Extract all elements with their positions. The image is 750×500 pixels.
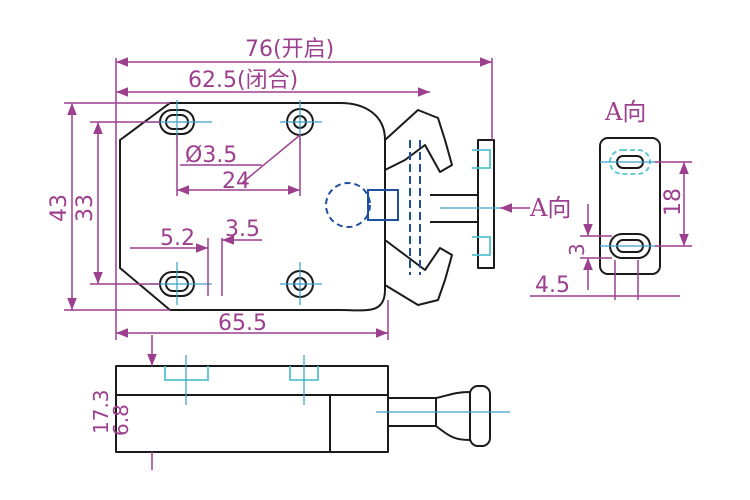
dim-76-text: 76(开启) — [245, 37, 334, 62]
body-outline — [119, 102, 386, 312]
dim-33-text: 33 — [73, 194, 98, 222]
dim-173-text: 17.3 — [89, 389, 113, 434]
a-view-centerlines — [600, 161, 660, 247]
dim-3-text: 3 — [565, 243, 589, 256]
plunger-shaft — [430, 194, 478, 223]
a-view-plate — [599, 137, 661, 275]
dim-24-text: 24 — [222, 169, 250, 194]
hidden-pin — [367, 189, 399, 221]
a-view: A向 18 3 4.5 — [530, 98, 692, 300]
dim-62-text: 62.5(闭合) — [188, 68, 298, 93]
centerlines — [150, 100, 505, 305]
dim-52-text: 5.2 — [160, 226, 195, 251]
dim-68-text: 6.8 — [109, 404, 133, 436]
clip-top — [472, 149, 491, 169]
side-body — [115, 365, 389, 453]
dia-leader — [241, 134, 301, 184]
dim-45-text: 4.5 — [535, 273, 570, 298]
a-arrow-label: A向 — [529, 194, 571, 222]
hidden-rails — [409, 140, 421, 275]
dim-35-text: 3.5 — [225, 217, 260, 242]
dia-text: Ø3.5 — [185, 143, 237, 168]
side-head — [469, 385, 491, 447]
side-centerlines — [185, 355, 510, 413]
side-view: 17.3 6.8 — [89, 335, 510, 470]
side-collar — [435, 391, 471, 441]
dim-18-text: 18 — [661, 188, 686, 216]
top-view: 76(开启) 62.5(闭合) 43 33 Ø3.5 24 5.2 3.5 65… — [47, 37, 571, 340]
lower-jaw — [384, 239, 453, 306]
a-view-title: A向 — [604, 98, 646, 126]
dim-43-text: 43 — [47, 194, 72, 222]
dim-655-text: 65.5 — [218, 311, 267, 336]
upper-jaw — [384, 109, 453, 173]
plunger-head — [477, 139, 495, 269]
clip-bottom — [472, 236, 491, 256]
hidden-ball — [325, 182, 371, 228]
